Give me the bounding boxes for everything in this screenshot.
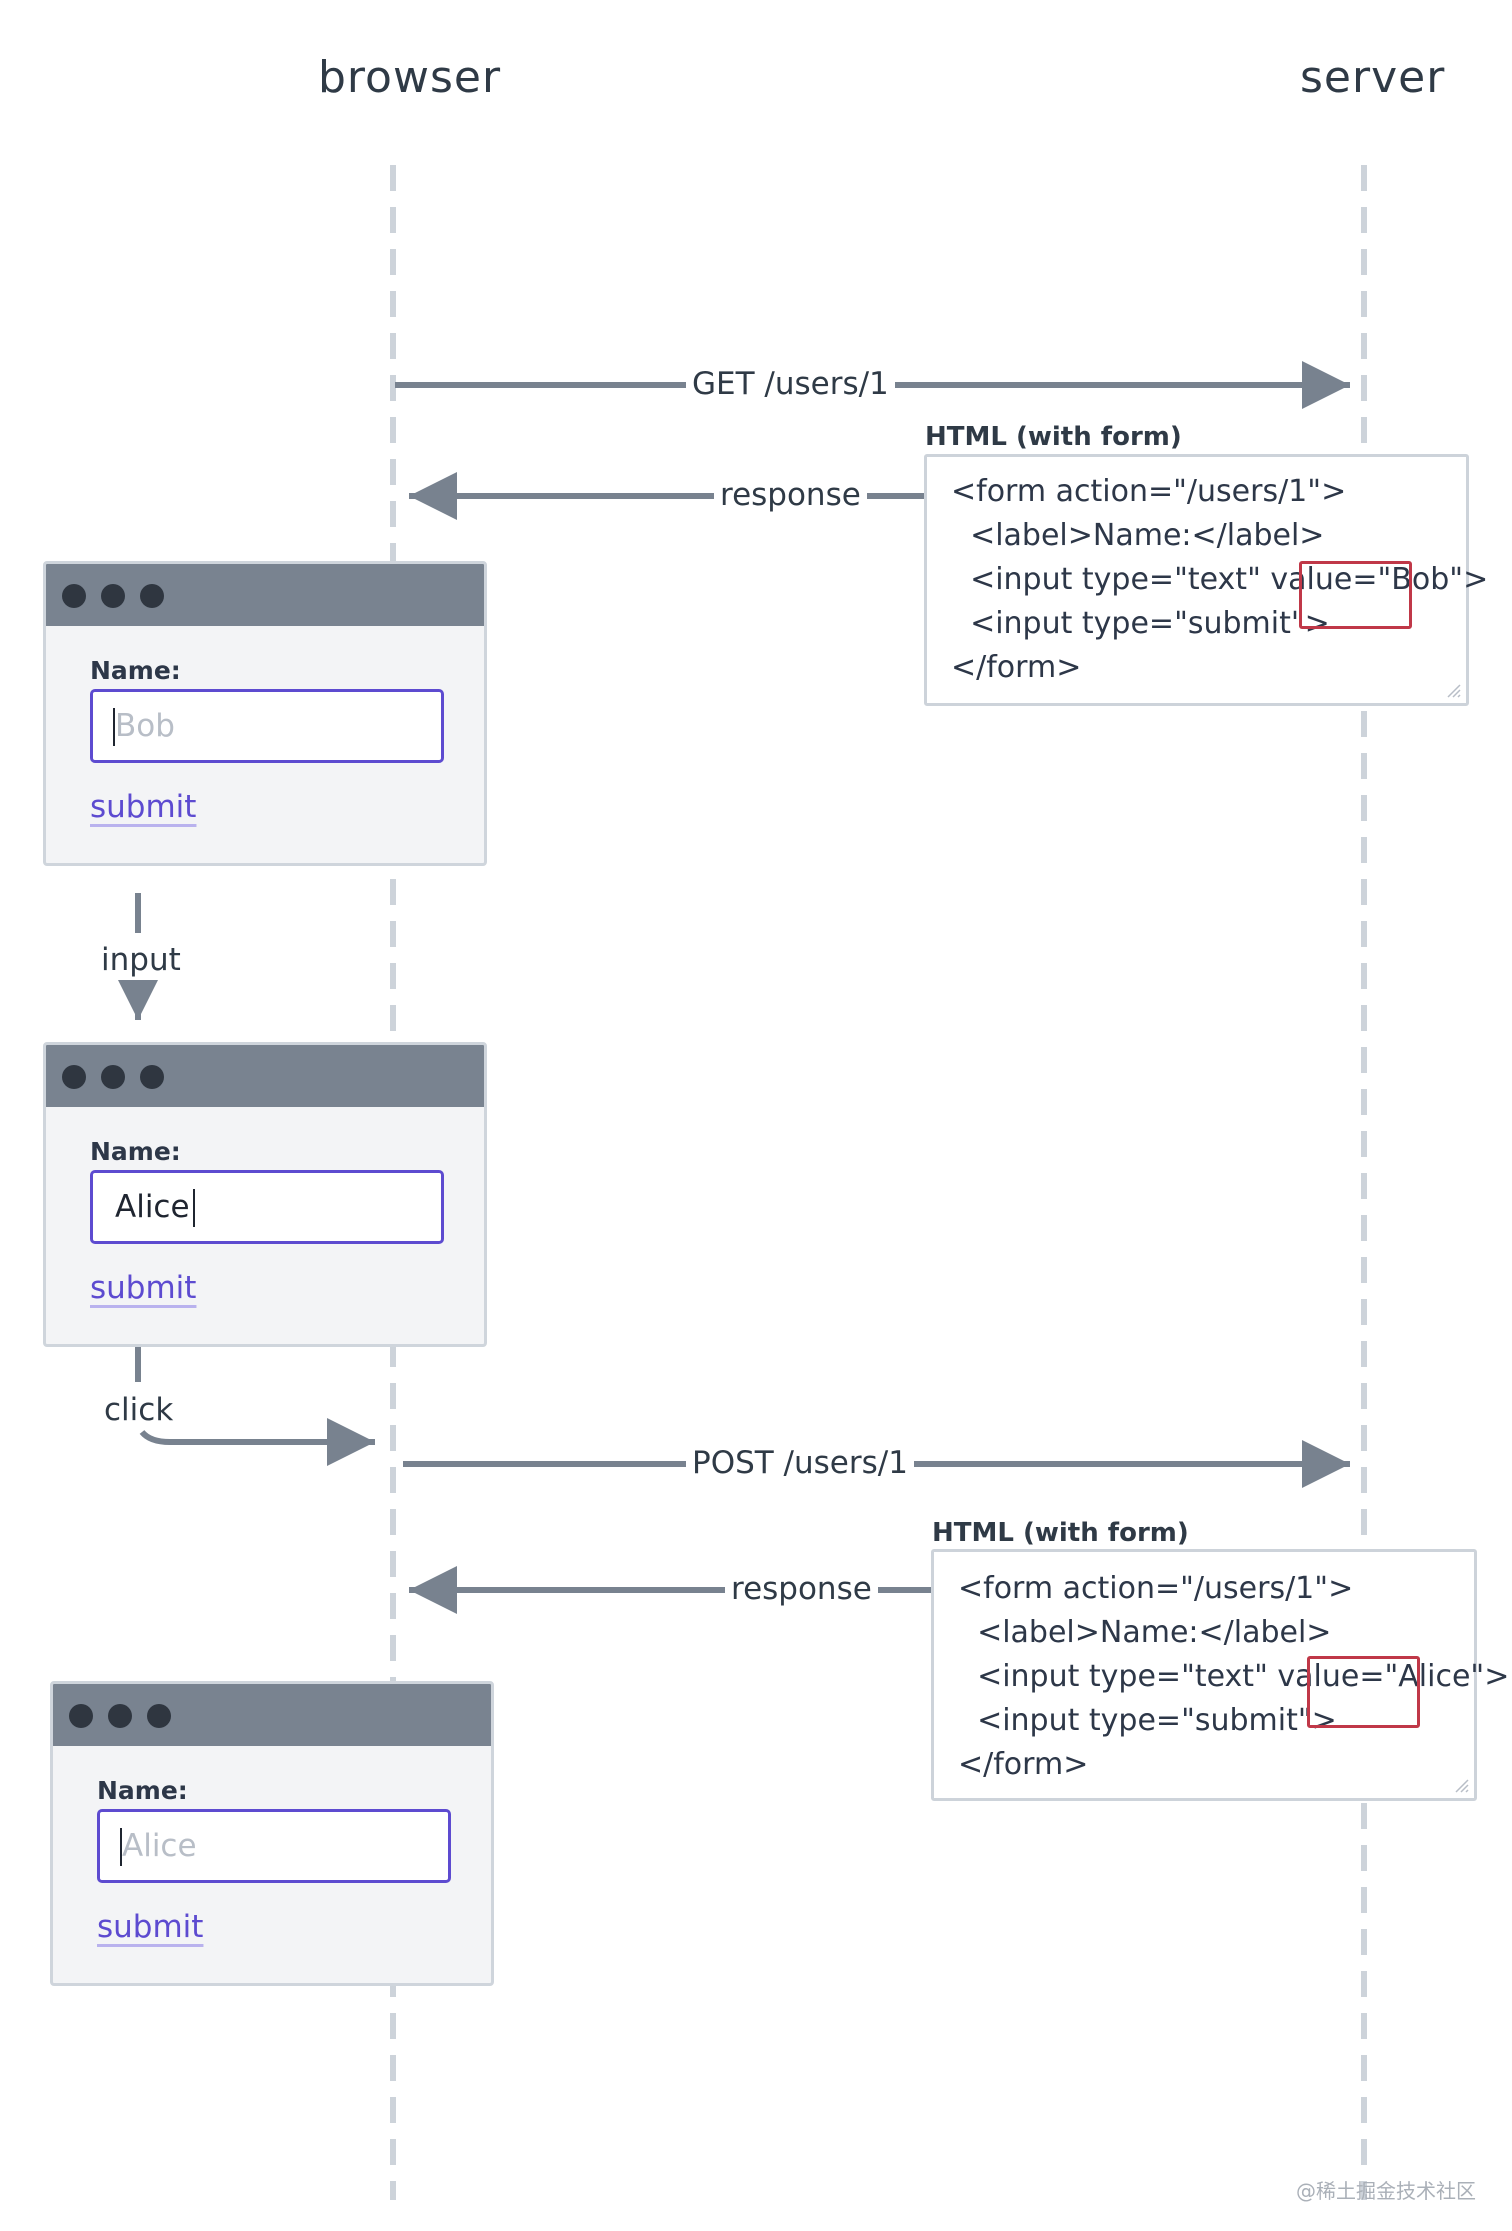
name-field-label: Name: (97, 1776, 188, 1805)
html-code-box-2: <form action="/users/1"> <label>Name:</l… (931, 1549, 1509, 1801)
code-line: <form action="/users/1"> (958, 1571, 1354, 1606)
window-control-dot-icon[interactable] (140, 1065, 164, 1089)
response-message-label-2: response (725, 1574, 878, 1605)
code-line: <input type="text" value="Bob"> (951, 562, 1489, 597)
html-code-box-1: <form action="/users/1"> <label>Name:</l… (924, 454, 1488, 706)
window-title-bar (46, 564, 484, 626)
code-line: <form action="/users/1"> (951, 474, 1347, 509)
resize-grip-icon (1455, 1779, 1469, 1793)
name-input-placeholder: Alice (122, 1828, 197, 1864)
watermark: @稀土掘金技术社区 (1296, 2179, 1476, 2203)
text-caret (120, 1828, 122, 1866)
server-actor-label: server (1300, 52, 1446, 103)
window-title-bar (46, 1045, 484, 1107)
get-message-label: GET /users/1 (686, 369, 895, 400)
resize-grip-icon (1447, 684, 1461, 698)
code-line: <input type="submit"> (958, 1703, 1337, 1738)
name-input-placeholder: Bob (115, 708, 175, 744)
window-control-dot-icon[interactable] (140, 584, 164, 608)
text-caret (193, 1189, 195, 1227)
window-control-dot-icon[interactable] (101, 584, 125, 608)
code-line: </form> (951, 650, 1082, 685)
window-control-dot-icon[interactable] (108, 1704, 132, 1728)
window-control-dot-icon[interactable] (62, 584, 86, 608)
submit-link[interactable]: submit (97, 1909, 204, 1945)
browser-window-3: Name: Alice submit (50, 1681, 494, 1986)
browser-window-1: Name: Bob submit (43, 561, 487, 866)
browser-window-2: Name: Alice submit (43, 1042, 487, 1347)
window-control-dot-icon[interactable] (69, 1704, 93, 1728)
code-line: <input type="submit"> (951, 606, 1330, 641)
post-message-label: POST /users/1 (686, 1448, 914, 1479)
window-control-dot-icon[interactable] (62, 1065, 86, 1089)
name-input[interactable]: Alice (97, 1809, 451, 1883)
name-input-value: Alice (115, 1189, 190, 1225)
name-field-label: Name: (90, 1137, 181, 1166)
value-highlight-box (1307, 1656, 1420, 1728)
response-message-label-1: response (714, 480, 867, 511)
window-title-bar (53, 1684, 491, 1746)
browser-actor-label: browser (318, 52, 502, 103)
note-label-2: HTML (with form) (932, 1518, 1189, 1548)
name-input[interactable]: Alice (90, 1170, 444, 1244)
value-highlight-box (1299, 561, 1412, 629)
submit-link[interactable]: submit (90, 789, 197, 825)
input-action-label: input (101, 940, 181, 980)
text-caret (113, 708, 115, 746)
name-field-label: Name: (90, 656, 181, 685)
code-line: <label>Name:</label> (958, 1615, 1332, 1650)
code-line: <label>Name:</label> (951, 518, 1325, 553)
window-control-dot-icon[interactable] (101, 1065, 125, 1089)
submit-link[interactable]: submit (90, 1270, 197, 1306)
code-line: <input type="text" value="Alice"> (958, 1659, 1510, 1694)
click-arrow (139, 1418, 375, 1466)
code-line: </form> (958, 1747, 1089, 1782)
note-label-1: HTML (with form) (925, 422, 1182, 452)
click-action-label: click (104, 1390, 174, 1430)
name-input[interactable]: Bob (90, 689, 444, 763)
window-control-dot-icon[interactable] (147, 1704, 171, 1728)
